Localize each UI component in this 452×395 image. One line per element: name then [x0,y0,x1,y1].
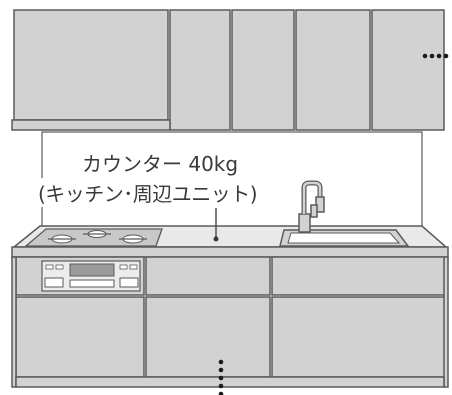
upper-cabinets [13,9,445,131]
drawer-front [145,256,271,296]
drawer-front [271,256,447,296]
stove-knob [69,279,115,288]
countertop-edge [11,246,449,258]
lower-cabinet-door [15,296,145,378]
upper-cabinet-door [295,9,371,131]
upper-cabinet-door [371,9,445,131]
gas-stove [24,228,163,247]
upper-cabinet-door [169,9,231,131]
annotation-line-1: カウンター 40kg [82,148,239,177]
upper-cabinet-door [13,9,169,121]
lower-cabinets [15,256,447,378]
grill-window [69,263,115,277]
continuation-dots-right [422,53,449,59]
plinth [11,256,449,388]
continuation-dots-bottom [218,359,224,395]
upper-cabinet-door [231,9,295,131]
lower-cabinet-door [271,296,447,378]
range-hood [11,119,171,131]
stove-knob [119,277,139,288]
stove-control-panel [41,260,141,292]
annotation-line-2: (キッチン･周辺ユニット) [38,178,258,207]
lower-cabinet-door [145,296,271,378]
faucet [298,180,325,233]
leader-point [213,236,219,242]
sink [279,229,410,247]
stove-knob [44,277,64,288]
